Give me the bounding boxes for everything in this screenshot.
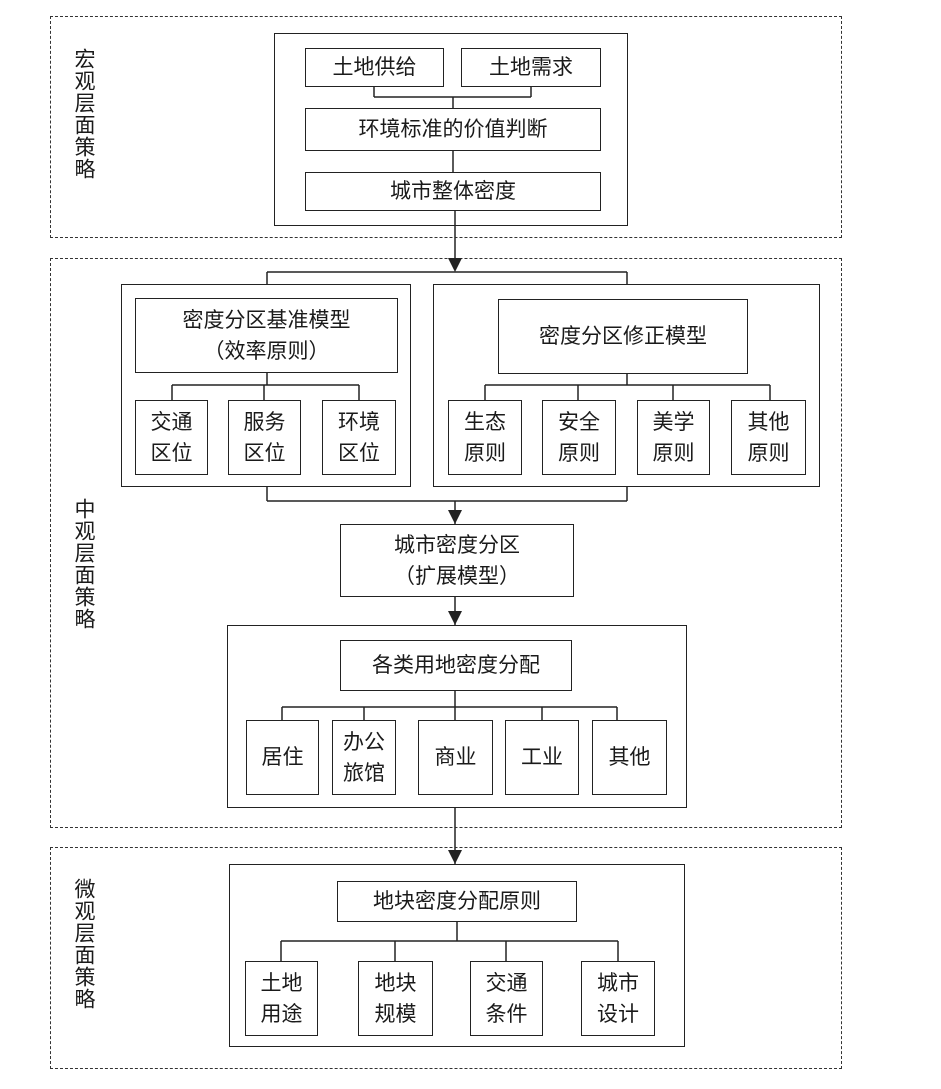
land-use-text: 居住	[261, 745, 304, 770]
correction-factor-aesthetics-box: 美学原则	[637, 400, 710, 475]
macro-section	[50, 16, 842, 238]
parcel-factor-traffic-box: 交通条件	[470, 961, 543, 1036]
density-zoning-box: 城市密度分区 （扩展模型）	[340, 524, 574, 597]
base-factor-text: 交通	[150, 410, 193, 435]
land-supply-text: 土地供给	[332, 55, 417, 80]
correction-factor-text: 安全	[558, 410, 600, 435]
macro-section-label: 宏观层面策略	[72, 48, 96, 180]
parcel-factor-land-use-box: 土地用途	[245, 961, 318, 1036]
correction-factor-text: 原则	[652, 440, 695, 465]
parcel-factor-text: 土地	[260, 971, 303, 996]
correction-factor-text: 美学	[652, 410, 695, 435]
land-use-text: 商业	[434, 745, 477, 770]
land-demand-text: 土地需求	[489, 55, 573, 80]
base-factor-traffic-box: 交通区位	[135, 400, 208, 475]
correction-factor-text: 其他	[747, 410, 790, 435]
correction-model-box: 密度分区修正模型	[498, 299, 748, 374]
correction-factor-safety-box: 安全原则	[542, 400, 616, 475]
land-use-text: 旅馆	[343, 760, 385, 785]
base-model-box: 密度分区基准模型 （效率原则）	[135, 298, 398, 373]
parcel-factor-size-box: 地块规模	[358, 961, 433, 1036]
value-judgment-text: 环境标准的价值判断	[358, 117, 548, 142]
density-zoning-title: 城市密度分区	[394, 533, 520, 558]
parcel-principle-text: 地块密度分配原则	[373, 889, 541, 914]
parcel-principle-box: 地块密度分配原则	[337, 881, 577, 922]
base-factor-text: 区位	[243, 440, 286, 465]
overall-density-box: 城市整体密度	[305, 172, 601, 211]
arrowhead-3	[448, 611, 462, 625]
land-use-residential-box: 居住	[246, 720, 319, 795]
correction-model-text: 密度分区修正模型	[539, 324, 707, 349]
land-use-other-box: 其他	[592, 720, 667, 795]
land-use-office-hotel-box: 办公旅馆	[332, 720, 396, 795]
correction-factor-text: 原则	[558, 440, 600, 465]
meso-section	[50, 258, 842, 828]
micro-section-label: 微观层面策略	[72, 878, 96, 1010]
parcel-factor-urban-design-box: 城市设计	[581, 961, 655, 1036]
base-factor-text: 服务	[243, 410, 286, 435]
parcel-factor-text: 地块	[374, 971, 417, 996]
base-model-title: 密度分区基准模型	[182, 308, 351, 333]
land-demand-box: 土地需求	[461, 48, 601, 87]
base-factor-text: 环境	[338, 410, 380, 435]
land-use-text: 其他	[608, 745, 651, 770]
land-use-industrial-box: 工业	[505, 720, 579, 795]
correction-factor-text: 生态	[464, 410, 506, 435]
micro-section	[50, 847, 842, 1069]
parcel-factor-text: 规模	[374, 1001, 417, 1026]
base-model-subtitle: （效率原则）	[203, 338, 330, 363]
parcel-factor-text: 城市	[597, 971, 639, 996]
allocation-text: 各类用地密度分配	[372, 653, 540, 678]
land-use-text: 工业	[521, 745, 563, 770]
density-zoning-subtitle: （扩展模型）	[394, 563, 520, 588]
correction-factor-text: 原则	[464, 440, 506, 465]
arrowhead-2	[448, 510, 462, 524]
parcel-factor-text: 设计	[597, 1001, 639, 1026]
parcel-factor-text: 用途	[260, 1001, 303, 1026]
parcel-factor-text: 交通	[485, 971, 528, 996]
arrowhead-4	[448, 850, 462, 864]
allocation-box: 各类用地密度分配	[340, 640, 572, 691]
base-factor-text: 区位	[150, 440, 193, 465]
land-supply-box: 土地供给	[305, 48, 444, 87]
correction-factor-other-box: 其他原则	[731, 400, 806, 475]
land-use-commercial-box: 商业	[418, 720, 493, 795]
arrowhead-1	[448, 258, 462, 272]
land-use-text: 办公	[343, 730, 385, 755]
base-factor-service-box: 服务区位	[228, 400, 301, 475]
correction-factor-ecology-box: 生态原则	[448, 400, 522, 475]
parcel-factor-text: 条件	[485, 1001, 528, 1026]
base-factor-text: 区位	[338, 440, 380, 465]
overall-density-text: 城市整体密度	[390, 179, 516, 204]
value-judgment-box: 环境标准的价值判断	[305, 108, 601, 151]
base-factor-environment-box: 环境区位	[322, 400, 396, 475]
correction-factor-text: 原则	[747, 440, 790, 465]
meso-section-label: 中观层面策略	[72, 498, 96, 630]
